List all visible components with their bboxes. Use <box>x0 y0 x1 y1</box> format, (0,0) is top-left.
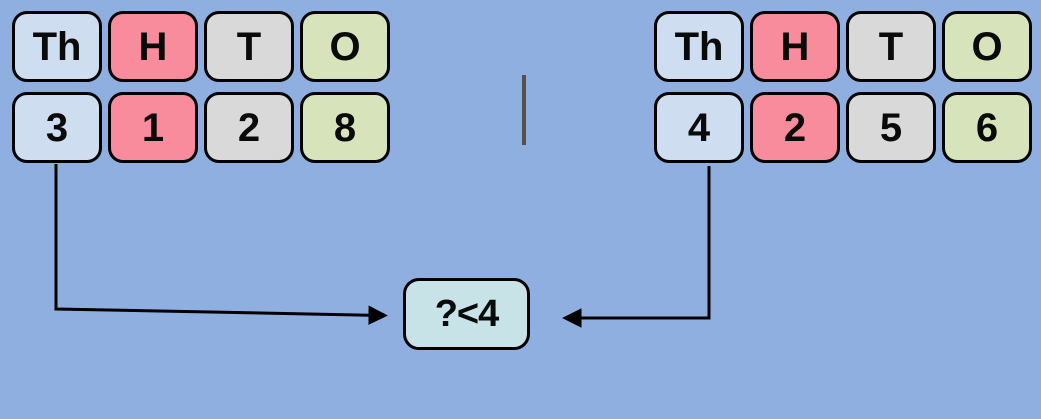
left-header-row: Th H T O <box>12 11 390 82</box>
left-digit-thousands: 3 <box>12 92 102 163</box>
left-digit-tens: 2 <box>204 92 294 163</box>
left-header-ones: O <box>300 11 390 82</box>
comparison-question-box: ?<4 <box>403 278 530 350</box>
right-digit-row: 4 2 5 6 <box>654 92 1032 163</box>
left-header-hundreds: H <box>108 11 198 82</box>
left-digit-ones: 8 <box>300 92 390 163</box>
left-digit-row: 3 1 2 8 <box>12 92 390 163</box>
right-header-thousands: Th <box>654 11 744 82</box>
left-place-value-table: Th H T O 3 1 2 8 <box>12 11 390 163</box>
right-header-ones: O <box>942 11 1032 82</box>
right-digit-arrow <box>562 166 711 328</box>
right-place-value-table: Th H T O 4 2 5 6 <box>654 11 1032 163</box>
left-header-tens: T <box>204 11 294 82</box>
left-digit-hundreds: 1 <box>108 92 198 163</box>
left-header-thousands: Th <box>12 11 102 82</box>
right-digit-hundreds: 2 <box>750 92 840 163</box>
right-header-tens: T <box>846 11 936 82</box>
right-header-row: Th H T O <box>654 11 1032 82</box>
right-header-hundreds: H <box>750 11 840 82</box>
right-digit-tens: 5 <box>846 92 936 163</box>
right-digit-ones: 6 <box>942 92 1032 163</box>
left-digit-arrow <box>54 164 388 325</box>
right-digit-thousands: 4 <box>654 92 744 163</box>
center-divider-line <box>522 75 526 145</box>
